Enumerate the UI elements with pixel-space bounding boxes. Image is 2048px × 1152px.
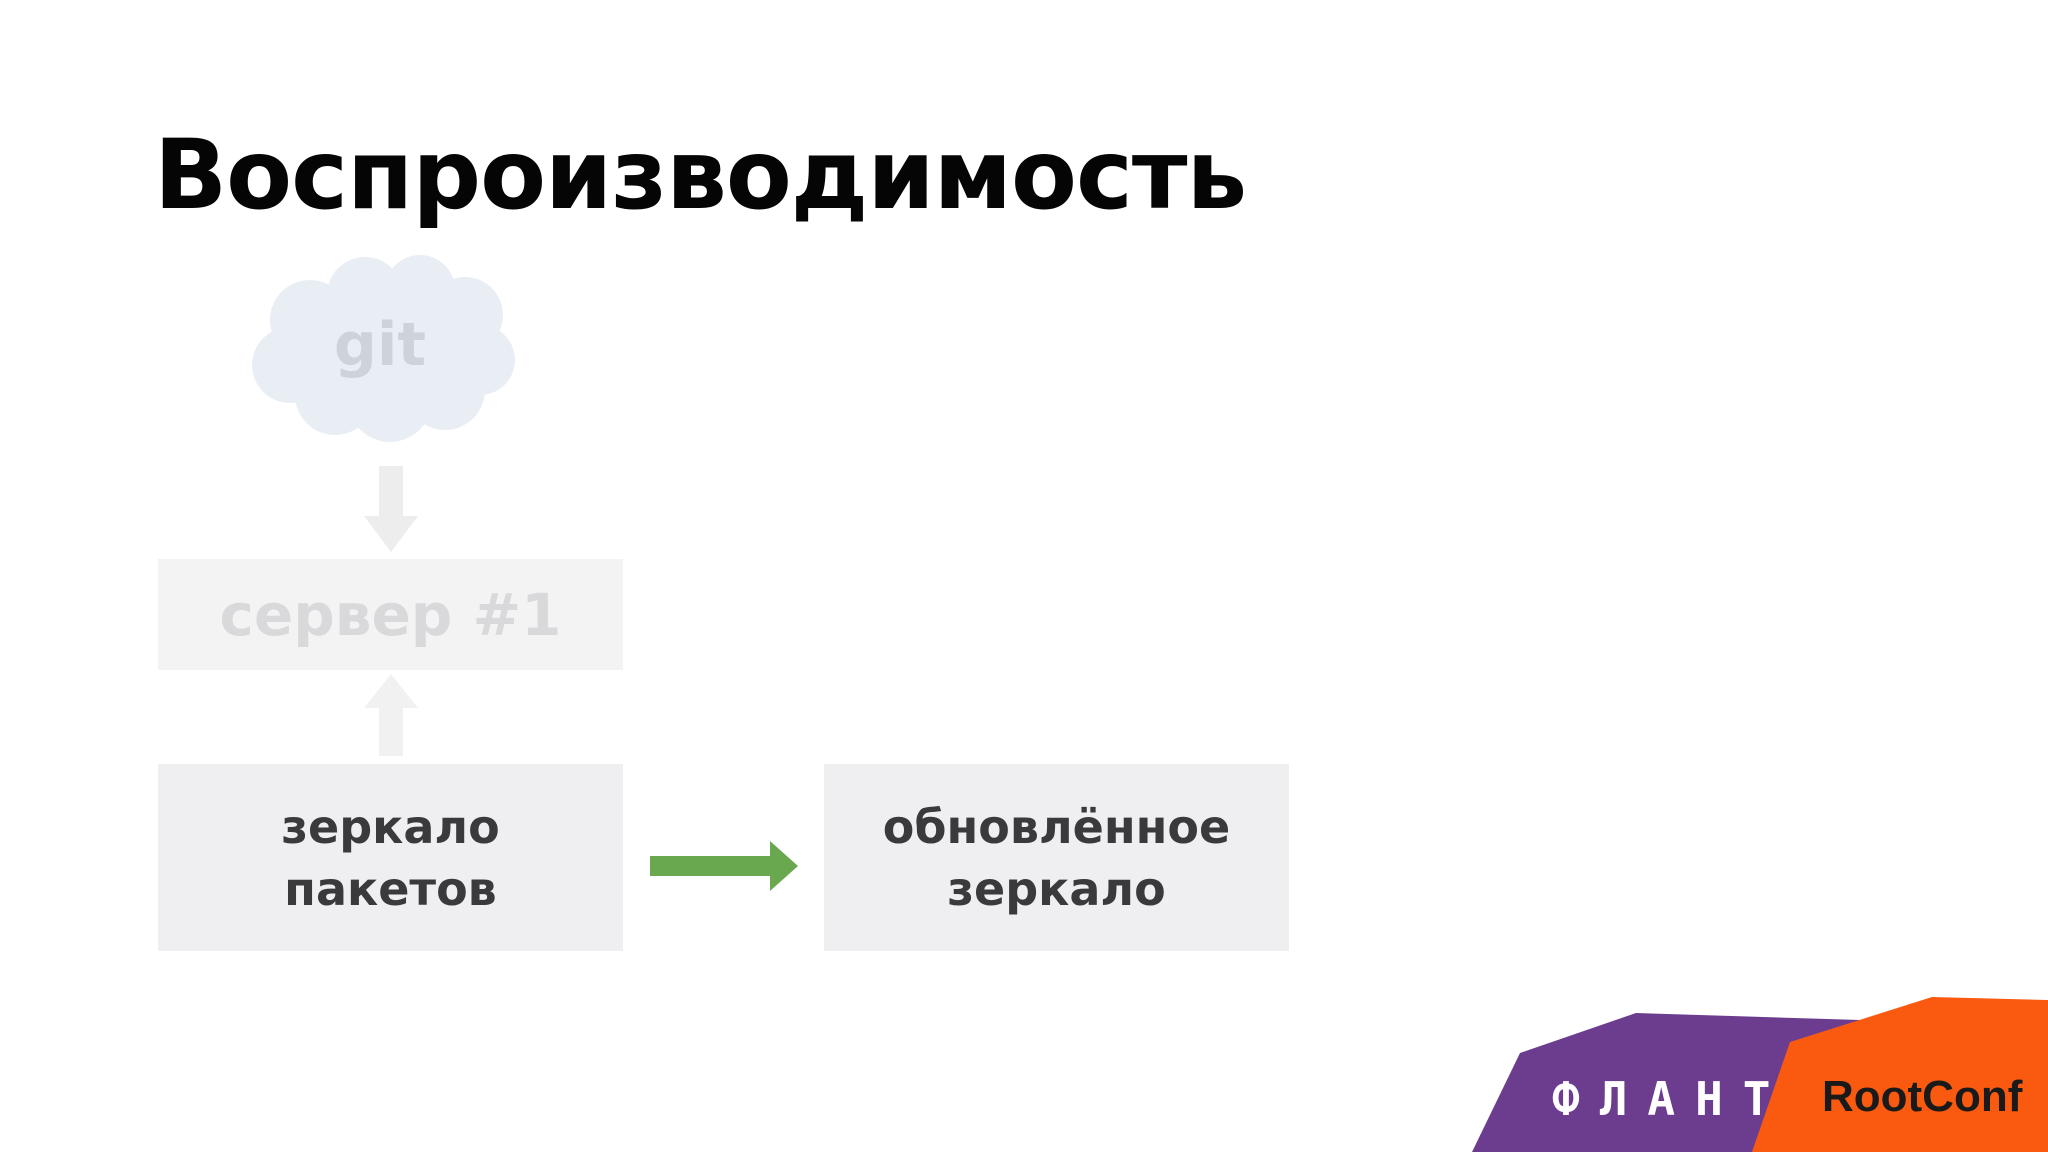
cloud-icon [252,255,515,442]
updated-mirror-box: обновлённое зеркало [824,764,1289,951]
arrow-down-icon [364,466,418,552]
slide-title: Воспроизводимость [154,119,1247,231]
package-mirror-box: зеркало пакетов [158,764,623,951]
package-mirror-label: зеркало пакетов [281,799,500,916]
server-box: сервер #1 [158,559,623,670]
server-label: сервер #1 [219,580,562,649]
updated-mirror-label: обновлённое зеркало [882,799,1231,916]
arrow-up-icon [364,674,418,756]
flant-logo-text: ФЛАНТ [1552,1072,1791,1126]
arrow-right-icon [650,841,798,891]
cloud-label: git [333,310,427,380]
rootconf-logo-text: RootConf [1822,1072,2023,1121]
